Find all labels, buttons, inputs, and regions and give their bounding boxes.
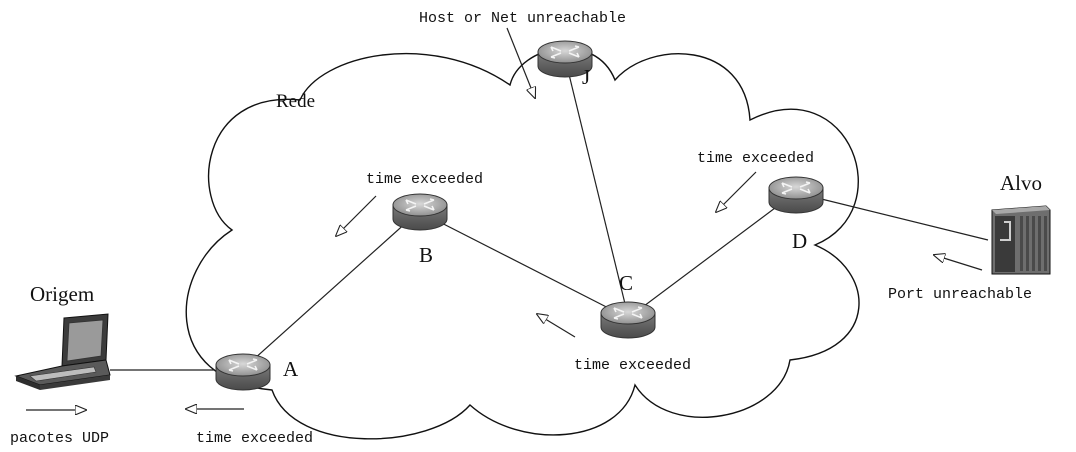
arrow-time-exceeded-c: [537, 314, 576, 338]
link-c-j: [564, 57, 629, 317]
link-a-b: [243, 211, 419, 369]
arrow-time-exceeded-b: [336, 195, 377, 236]
msg-udp-packets: pacotes UDP: [10, 430, 109, 447]
router-d: [768, 176, 824, 214]
router-j-label: J: [582, 65, 590, 89]
router-b: [392, 193, 448, 231]
link-c-d: [627, 192, 796, 319]
laptop-icon: [14, 313, 111, 390]
msg-time-exceeded-d: time exceeded: [697, 150, 814, 167]
router-a: [215, 353, 271, 391]
arrow-host-net-unreachable: [506, 27, 535, 98]
router-c: [600, 301, 656, 339]
router-b-label: B: [419, 243, 433, 267]
cloud-label: Rede: [276, 91, 315, 112]
network-links: [110, 57, 989, 371]
network-cloud: [185, 47, 860, 440]
message-arrows: [26, 27, 983, 410]
link-d-target: [796, 192, 989, 241]
origin-label: Origem: [30, 282, 94, 306]
msg-host-net-unreachable: Host or Net unreachable: [419, 10, 626, 27]
arrow-port-unreachable: [934, 255, 983, 271]
arrow-time-exceeded-d: [716, 171, 757, 212]
target-label: Alvo: [1000, 171, 1042, 195]
msg-time-exceeded-a: time exceeded: [196, 430, 313, 447]
server-icon: [991, 205, 1051, 275]
msg-port-unreachable: Port unreachable: [888, 286, 1032, 303]
link-b-c: [419, 211, 629, 319]
router-d-label: D: [792, 229, 807, 253]
msg-time-exceeded-c: time exceeded: [574, 357, 691, 374]
msg-time-exceeded-b: time exceeded: [366, 171, 483, 188]
router-a-label: A: [283, 357, 299, 381]
router-c-label: C: [619, 271, 633, 295]
